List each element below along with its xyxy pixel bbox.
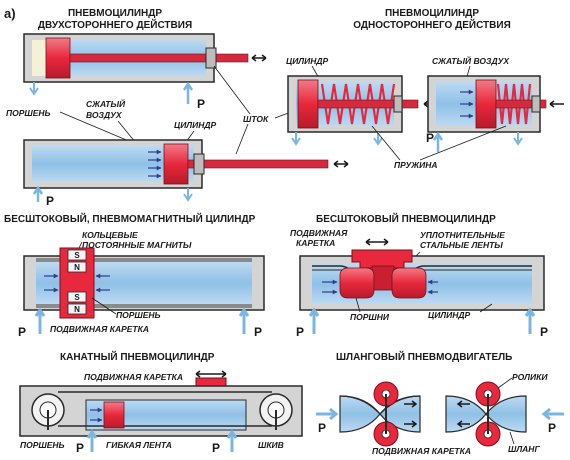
magnetic-carriage-label: ПОДВИЖНАЯ КАРЕТКА (50, 324, 149, 334)
single-acting-title-line1: ПНЕВМОЦИЛИНДР (385, 8, 479, 19)
spring-label: ПРУЖИНА (394, 160, 438, 170)
band-pressure-left: P (296, 325, 304, 339)
double-acting-rod-top (69, 53, 249, 63)
double-acting-piston-bottom (163, 143, 189, 185)
double-acting-title-line1: ПНЕВМОЦИЛИНДР (68, 8, 162, 19)
band-cylinder-label: ЦИЛИНДР (428, 310, 471, 320)
single-acting-title-line2: ОДНОСТОРОННЕГО ДЕЙСТВИЯ (353, 18, 511, 31)
double-acting-pressure-label-bottom: P (46, 194, 54, 208)
band-carriage-label-line2: КАРЕТКА (296, 238, 335, 248)
band-piston-left (339, 267, 375, 299)
double-acting-air-label-line1: СЖАТЫЙ (86, 98, 126, 109)
pulley-right (259, 393, 293, 430)
single-acting-piston-left (297, 79, 319, 129)
pulley-left (31, 393, 65, 430)
magnet-n-bottom: N (74, 305, 80, 314)
cable-pressure-right: P (212, 441, 220, 455)
single-acting-cylinder-left (287, 75, 436, 146)
roller-pair-left (373, 381, 399, 447)
double-acting-piston-label: ПОРШЕНЬ (6, 108, 51, 118)
magnet-s-top: S (74, 251, 80, 260)
roller-pair-right (475, 381, 501, 447)
band-pistons-label: ПОРШНИ (350, 312, 390, 322)
cable-piston (103, 401, 125, 429)
rodless-band-title: БЕСШТОКОВЫЙ ПНЕВМОЦИЛИНДР (316, 212, 496, 225)
spring-right (496, 83, 532, 125)
hose-right (445, 395, 527, 433)
rod-label: ШТОК (243, 114, 269, 124)
single-acting-cylinder-section: ПНЕВМОЦИЛИНДР ОДНОСТОРОННЕГО ДЕЙСТВИЯ ЦИ… (286, 8, 564, 170)
hose-motor-section: ШЛАНГОВЫЙ ПНЕВМОДВИГАТЕЛЬ РОЛИКИ P P (316, 350, 564, 456)
rollers-label: РОЛИКИ (512, 372, 548, 382)
hose-label: ШЛАНГ (508, 444, 540, 454)
band-piston-right (391, 267, 427, 299)
bands-label-line1: УПЛОТНИТЕЛЬНЫЕ (420, 230, 505, 240)
single-acting-cylinder-right: P (426, 75, 564, 152)
magnet-n-top: N (74, 263, 80, 272)
corner-label: а) (4, 6, 16, 21)
cable-cylinder-section: КАНАТНЫЙ ПНЕВМОЦИЛИНДР ПОДВИЖНАЯ КАРЕТКА… (19, 350, 303, 455)
double-acting-air-label-line2: ВОЗДУХ (86, 110, 123, 120)
cable-piston-label: ПОРШЕНЬ (20, 440, 65, 450)
cable-pressure-left: P (76, 441, 84, 455)
hose-pressure-left: P (318, 421, 326, 435)
double-acting-piston-top (45, 37, 71, 79)
rodless-magnetic-cylinder-section: БЕСШТОКОВЫЙ, ПНЕВМОМАГНИТНЫЙ ЦИЛИНДР КОЛ… (4, 212, 265, 339)
double-acting-cylinder-label: ЦИЛИНДР (174, 120, 217, 130)
magnet-s-bottom: S (74, 293, 80, 302)
pressure-port-arrow-bottom (32, 185, 44, 202)
motion-arrow-bottom (333, 160, 349, 168)
cable-carriage-label: ПОДВИЖНАЯ КАРЕТКА (84, 372, 183, 382)
double-acting-pressure-label-top: P (197, 97, 205, 111)
single-acting-pressure-label: P (426, 131, 434, 145)
flexible-tape-label: ГИБКАЯ ЛЕНТА (106, 440, 172, 450)
magnetic-piston-label: ПОРШЕНЬ (116, 310, 161, 320)
double-acting-cylinder-top: P (23, 33, 267, 111)
double-acting-title-line2: ДВУХСТОРОННЕГО ДЕЙСТВИЯ (38, 18, 192, 31)
rodless-band-cylinder-section: БЕСШТОКОВЫЙ ПНЕВМОЦИЛИНДР ПОДВИЖНАЯ КАРЕ… (290, 212, 548, 339)
double-acting-cylinder-section: ПНЕВМОЦИЛИНДР ДВУХСТОРОННЕГО ДЕЙСТВИЯ P … (6, 8, 349, 208)
ring-magnets: S N S N (67, 249, 87, 315)
magnets-label-line1: КОЛЬЦЕВЫЕ (82, 230, 138, 240)
double-acting-cylinder-bottom: P (23, 139, 349, 208)
pressure-port-arrow-top (182, 81, 194, 104)
motion-arrow-top (251, 54, 267, 62)
magnetic-pressure-left: P (18, 325, 26, 339)
single-acting-piston-right (475, 79, 497, 129)
spring-left (320, 83, 396, 125)
band-carriage (351, 249, 413, 269)
band-pressure-right: P (540, 325, 548, 339)
exhaust-port-arrow-bottom (183, 188, 193, 202)
hose-carriage-label: ПОДВИЖНАЯ КАРЕТКА (372, 446, 471, 456)
magnetic-pressure-right: P (254, 325, 262, 339)
single-acting-air-label: СЖАТЫЙ ВОЗДУХ (432, 55, 510, 66)
double-acting-rod-bottom (187, 159, 329, 169)
single-acting-cylinder-label: ЦИЛИНДР (286, 56, 329, 66)
bands-label-line2: СТАЛЬНЫЕ ЛЕНТЫ (420, 240, 503, 250)
hose-pressure-right: P (548, 421, 556, 435)
rodless-magnetic-title: БЕСШТОКОВЫЙ, ПНЕВМОМАГНИТНЫЙ ЦИЛИНДР (4, 212, 256, 225)
cable-cylinder-title: КАНАТНЫЙ ПНЕВМОЦИЛИНДР (60, 350, 215, 363)
pulley-label: ШКИВ (258, 440, 284, 450)
band-carriage-label-line1: ПОДВИЖНАЯ (290, 228, 348, 238)
magnets-label-line2: ПОСТОЯННЫЕ МАГНИТЫ (82, 240, 192, 250)
exhaust-port-arrow-top (29, 82, 39, 96)
hose-motor-title: ШЛАНГОВЫЙ ПНЕВМОДВИГАТЕЛЬ (336, 350, 512, 363)
